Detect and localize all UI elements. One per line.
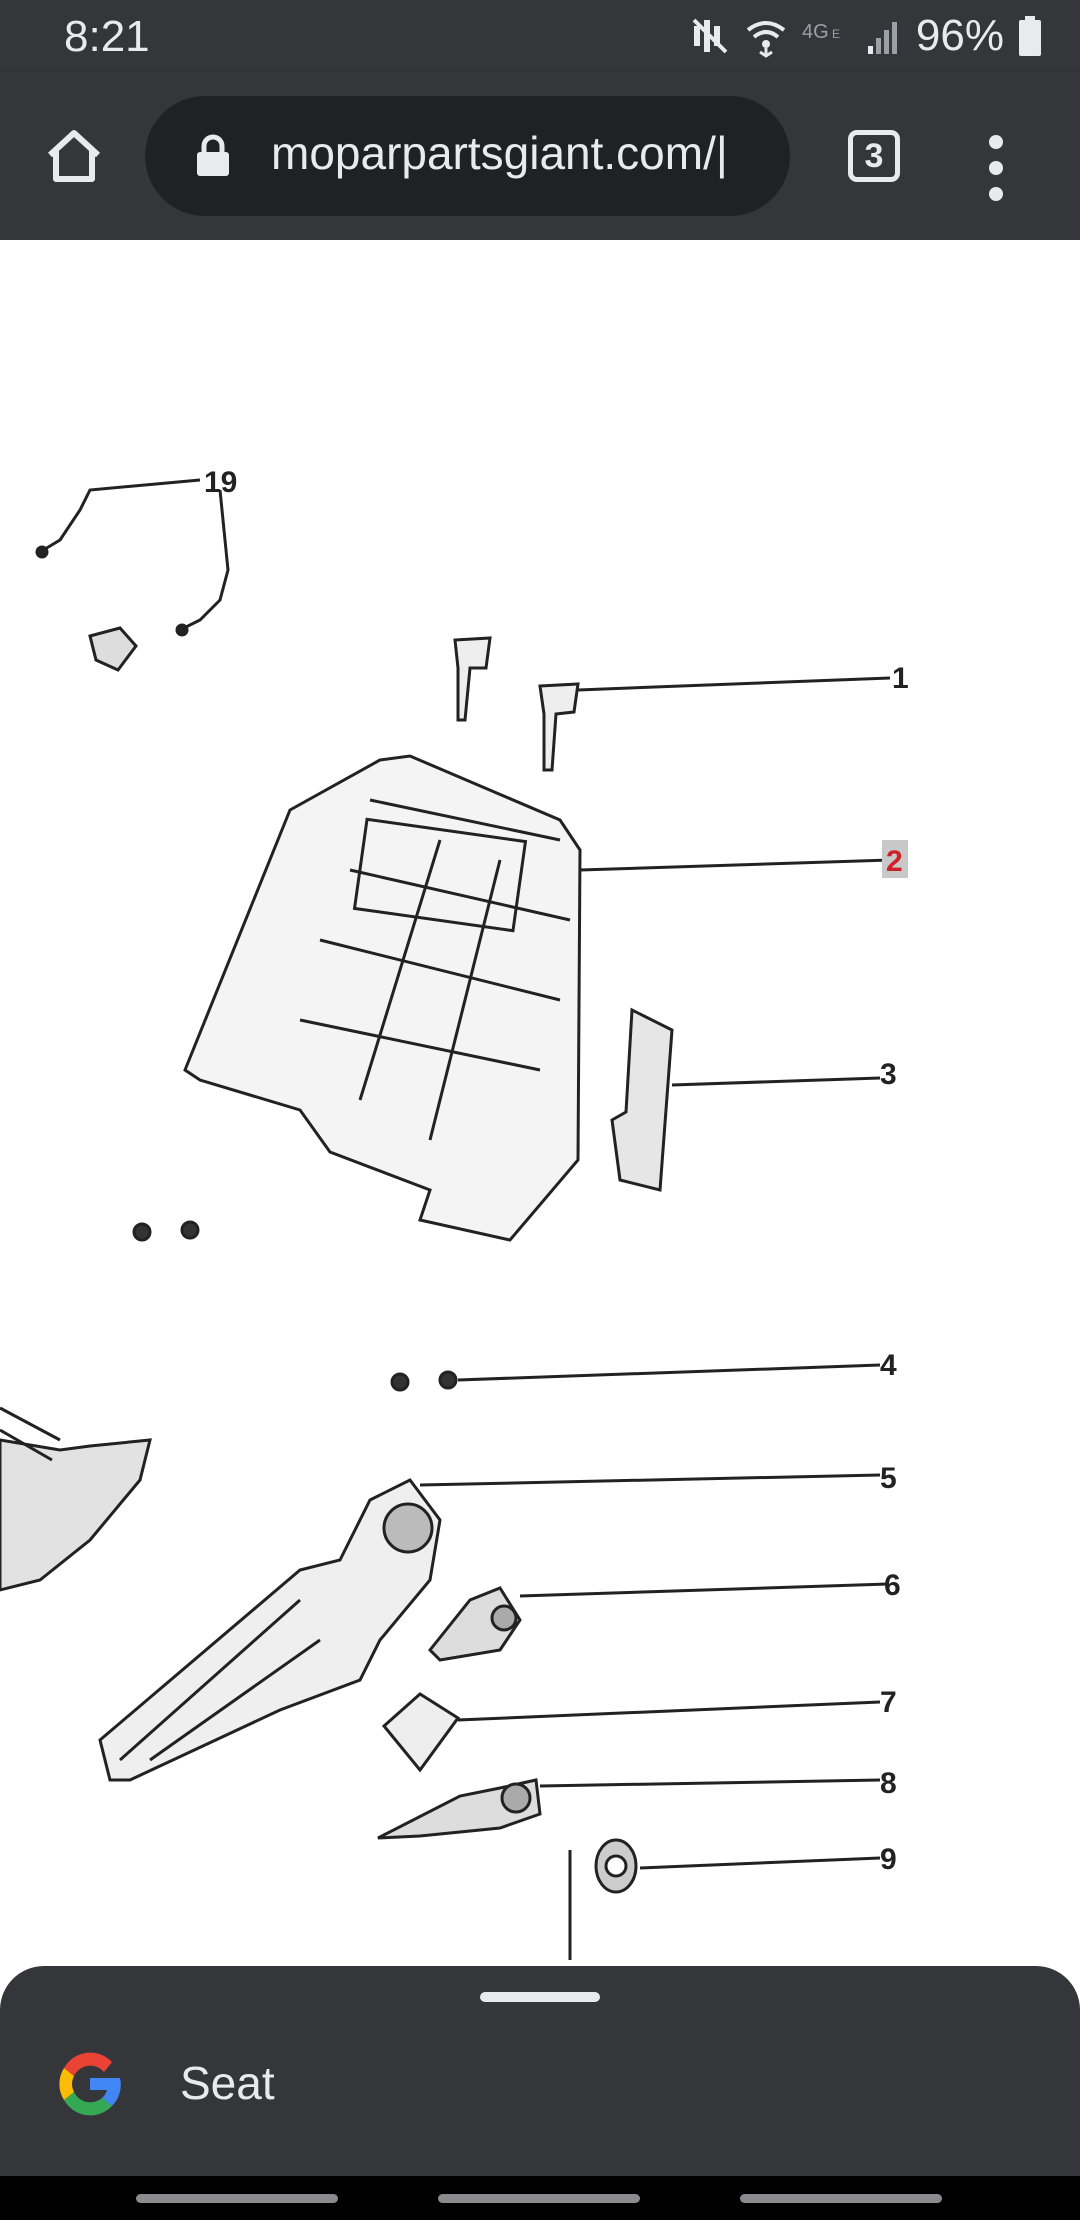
google-g-icon xyxy=(59,2052,121,2116)
mute-icon xyxy=(692,18,728,54)
callout-19: 19 xyxy=(204,466,237,499)
callout-4: 4 xyxy=(880,1349,897,1382)
part-1-guide-b xyxy=(538,682,580,772)
wifi-icon xyxy=(746,21,786,58)
sheet-drag-handle[interactable] xyxy=(480,1992,600,2002)
part-19-harness xyxy=(39,478,230,632)
home-icon xyxy=(47,130,101,182)
address-bar[interactable]: moparpartsgiant.com/| xyxy=(145,96,790,216)
status-bar: 8:21 4G E 96% xyxy=(0,0,1080,72)
battery-text: 96% xyxy=(915,11,1004,60)
part-1-guide-a xyxy=(453,636,492,722)
lock-icon xyxy=(197,134,229,176)
part-6-handle xyxy=(427,1586,522,1662)
page-content: 19 1 2 3 4 5 6 7 8 9 xyxy=(0,240,1080,1960)
part-5-shield xyxy=(98,1478,442,1782)
recliner-assembly xyxy=(0,1438,152,1592)
part-3-bracket xyxy=(610,1007,674,1192)
nav-recents-button[interactable] xyxy=(136,2194,338,2203)
callout-8: 8 xyxy=(880,1767,897,1800)
part-2-seatback-frame xyxy=(183,754,582,1242)
signal-icon xyxy=(867,22,897,54)
google-search-sheet[interactable]: Seat xyxy=(0,1966,1080,2176)
parts-diagram: 19 1 2 3 4 5 6 7 8 9 xyxy=(0,466,909,1960)
tab-switcher-button[interactable]: 3 xyxy=(848,130,900,182)
part-8-lever xyxy=(377,1778,542,1840)
browser-toolbar: moparpartsgiant.com/| 3 xyxy=(0,72,1080,240)
lte-icon: 4G E xyxy=(802,21,840,43)
callout-2-highlight xyxy=(882,840,908,878)
callout-7: 7 xyxy=(880,1686,897,1719)
url-text: moparpartsgiant.com/| xyxy=(271,127,728,179)
search-query-text[interactable]: Seat xyxy=(180,2057,275,2109)
status-icons: 4G E 96% xyxy=(690,10,1042,62)
svg-text:4G: 4G xyxy=(802,21,829,43)
battery-icon xyxy=(1019,16,1041,56)
part-7-bezel xyxy=(381,1692,461,1773)
svg-text:E: E xyxy=(832,27,840,41)
nav-back-button[interactable] xyxy=(740,2194,942,2203)
callout-3: 3 xyxy=(880,1058,897,1091)
callout-6: 6 xyxy=(884,1569,901,1602)
more-options-icon[interactable] xyxy=(974,128,1018,208)
callout-2: 2 xyxy=(886,845,903,878)
callout-9: 9 xyxy=(880,1843,897,1876)
nav-home-button[interactable] xyxy=(438,2194,640,2203)
system-nav-bar xyxy=(0,2176,1080,2220)
part-19-clip xyxy=(88,626,138,672)
callout-1: 1 xyxy=(892,662,909,695)
callout-5: 5 xyxy=(880,1462,897,1495)
home-button[interactable] xyxy=(36,118,112,194)
status-time: 8:21 xyxy=(64,12,150,61)
